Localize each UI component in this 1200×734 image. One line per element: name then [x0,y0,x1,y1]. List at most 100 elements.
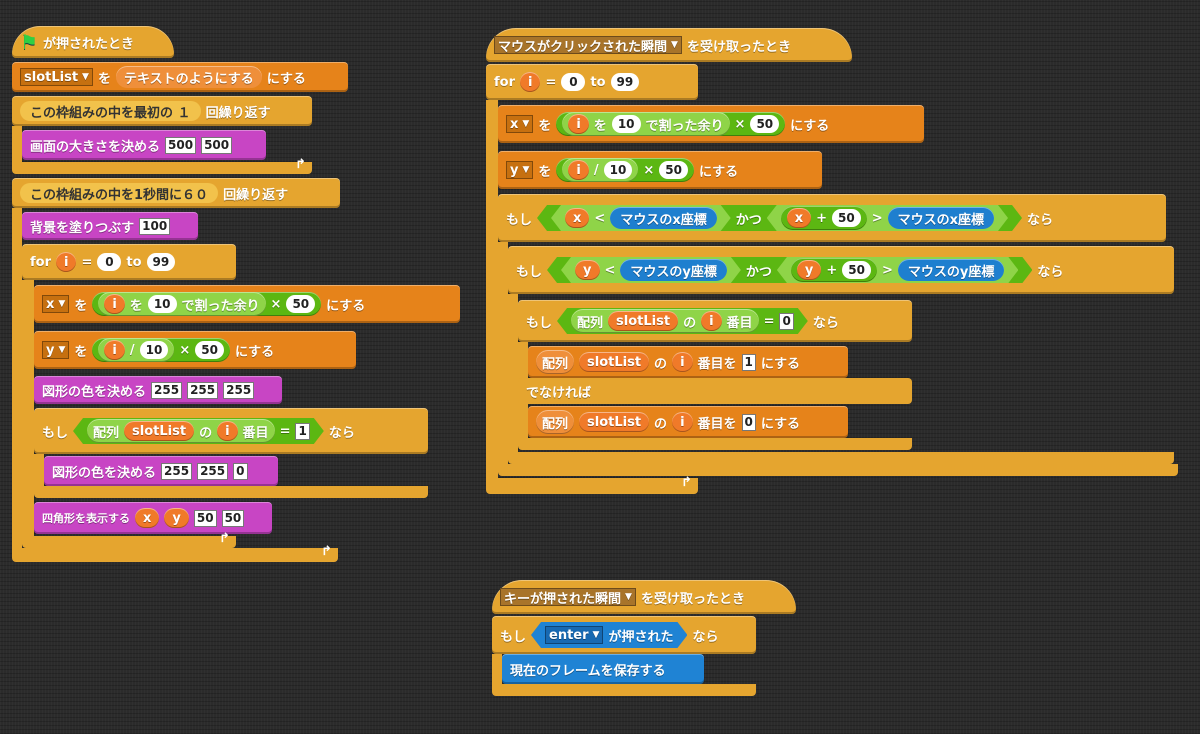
compare-value-input[interactable]: 1 [295,423,309,440]
divisor-input[interactable]: 10 [611,115,641,133]
less-than-predicate[interactable]: x < マウスのx座標 [551,205,731,231]
if-y-block[interactable]: もし y < マウスのy座標 かつ y + 50 > マウスのy座標 なら [508,246,1174,294]
green-input[interactable]: 255 [197,462,229,480]
set-list-item-block[interactable]: 配列 slotList の i 番目を 0 にする [528,406,848,438]
save-frame-block[interactable]: 現在のフレームを保存する [502,654,704,684]
divide-reporter[interactable]: i / 10 [562,158,639,182]
add-reporter[interactable]: y + 50 [791,258,877,282]
when-broadcast-hat[interactable]: キーが押された瞬間▼ を受け取ったとき [492,580,796,614]
set-list-item-block[interactable]: 配列 slotList の i 番目を 1 にする [528,346,848,378]
blue-input[interactable]: 255 [223,381,255,399]
to-input[interactable]: 99 [610,73,640,91]
red-input[interactable]: 255 [161,462,193,480]
var-dropdown[interactable]: y▼ [42,341,70,359]
divisor-input[interactable]: 10 [603,161,633,179]
loop-var-i[interactable]: i [520,72,541,92]
var-i[interactable]: i [672,352,693,372]
var-dropdown[interactable]: slotList▼ [20,68,93,86]
multiplier-input[interactable]: 50 [286,295,316,313]
var-y[interactable]: y [575,260,599,280]
offset-input[interactable]: 50 [832,209,861,227]
var-y[interactable]: y [797,260,821,280]
var-i[interactable]: i [217,421,237,441]
var-x[interactable]: x [787,208,811,228]
loop-var-i[interactable]: i [56,252,77,272]
repeat-block[interactable]: この枠組みの中を最初の １ 回繰り返す [12,96,312,126]
multiply-reporter[interactable]: i を 10 で割った余り × 50 [556,112,786,136]
repeat-count[interactable]: １ [177,105,191,121]
set-size-block[interactable]: 画面の大きさを決める 500 500 [22,130,266,160]
var-y[interactable]: y [164,508,189,528]
fill-background-block[interactable]: 背景を塗りつぶす 100 [22,212,198,240]
list-item-reporter[interactable]: 配列 slotList の i 番目 [571,309,759,333]
mouse-y-reporter[interactable]: マウスのy座標 [898,259,1004,281]
key-pressed-predicate[interactable]: enter▼ が押された [531,622,687,648]
text-reporter[interactable]: テキストのようにする [115,66,262,88]
divisor-input[interactable]: 10 [147,295,177,313]
offset-input[interactable]: 50 [842,261,871,279]
greater-than-predicate[interactable]: y + 50 > マウスのy座標 [777,257,1018,283]
var-dropdown[interactable]: y▼ [506,161,534,179]
set-x-block[interactable]: x▼ を i を 10 で割った余り × 50 にする [34,285,460,323]
list-item-reporter[interactable]: 配列 slotList の i 番目 [87,419,275,443]
set-color-block[interactable]: 図形の色を決める 255 255 255 [34,376,282,404]
set-x-block[interactable]: x▼ を i を 10 で割った余り × 50 にする [498,105,924,143]
equals-predicate[interactable]: 配列 slotList の i 番目 = 0 [557,308,808,334]
multiplier-input[interactable]: 50 [195,341,224,359]
mouse-x-reporter[interactable]: マウスのx座標 [888,207,994,229]
var-i[interactable]: i [701,311,721,331]
var-i[interactable]: i [104,340,125,360]
when-broadcast-hat[interactable]: マウスがクリックされた瞬間▼ を受け取ったとき [486,28,852,62]
multiply-reporter[interactable]: i を 10 で割った余り × 50 [92,292,322,316]
multiply-reporter[interactable]: i / 10 × 50 [92,338,230,362]
for-loop-block[interactable]: for i = 0 to 99 [486,64,698,100]
event-dropdown[interactable]: マウスがクリックされた瞬間▼ [494,36,682,55]
less-than-predicate[interactable]: y < マウスのy座標 [561,257,741,283]
list-slotlist[interactable]: slotList [579,352,650,372]
multiplier-input[interactable]: 50 [750,115,780,133]
when-flag-clicked-hat[interactable]: ⚑ が押されたとき [12,26,174,58]
from-input[interactable]: 0 [561,73,586,91]
mod-reporter[interactable]: i を 10 で割った余り [98,292,266,316]
multiplier-input[interactable]: 50 [659,161,688,179]
height-input[interactable]: 500 [201,136,233,154]
var-dropdown[interactable]: x▼ [42,295,70,313]
event-dropdown[interactable]: キーが押された瞬間▼ [500,588,636,607]
var-i[interactable]: i [568,114,589,134]
equals-predicate[interactable]: 配列 slotList の i 番目 = 1 [73,418,324,444]
compare-value-input[interactable]: 0 [779,313,793,330]
key-dropdown[interactable]: enter▼ [545,626,603,644]
list-slotlist[interactable]: slotList [579,412,650,432]
var-x[interactable]: x [565,208,589,228]
divide-reporter[interactable]: i / 10 [98,338,175,362]
rect-width-input[interactable]: 50 [193,509,217,527]
draw-rect-block[interactable]: 四角形を表示する x y 50 50 [34,502,272,534]
mod-reporter[interactable]: i を 10 で割った余り [562,112,730,136]
fps-count[interactable]: ６０ [182,187,209,203]
green-input[interactable]: 255 [187,381,219,399]
for-loop-block[interactable]: for i = 0 to 99 [22,244,236,280]
from-input[interactable]: 0 [97,253,122,271]
red-input[interactable]: 255 [151,381,183,399]
list-slotlist[interactable]: slotList [124,421,194,441]
rect-height-input[interactable]: 50 [221,509,245,527]
add-reporter[interactable]: x + 50 [781,206,867,230]
and-predicate[interactable]: x < マウスのx座標 かつ x + 50 > マウスのx座標 [537,205,1022,231]
if-block[interactable]: もし 配列 slotList の i 番目 = 1 なら [34,408,428,454]
blue-input[interactable]: 0 [233,462,248,480]
set-color-block[interactable]: 図形の色を決める 255 255 0 [44,456,278,486]
set-y-block[interactable]: y▼ を i / 10 × 50 にする [34,331,356,369]
divisor-input[interactable]: 10 [139,341,169,359]
var-x[interactable]: x [135,508,160,528]
var-i[interactable]: i [104,294,125,314]
list-slotlist[interactable]: slotList [608,311,678,331]
var-i[interactable]: i [568,160,589,180]
if-else-block[interactable]: もし 配列 slotList の i 番目 = 0 なら [518,300,912,342]
mouse-y-reporter[interactable]: マウスのy座標 [620,259,726,281]
set-slotlist-block[interactable]: slotList▼ を テキストのようにする にする [12,62,348,92]
bg-value-input[interactable]: 100 [139,217,171,235]
width-input[interactable]: 500 [165,136,197,154]
and-predicate[interactable]: y < マウスのy座標 かつ y + 50 > マウスのy座標 [547,257,1032,283]
if-x-block[interactable]: もし x < マウスのx座標 かつ x + 50 > マウスのx座標 なら [498,194,1166,242]
